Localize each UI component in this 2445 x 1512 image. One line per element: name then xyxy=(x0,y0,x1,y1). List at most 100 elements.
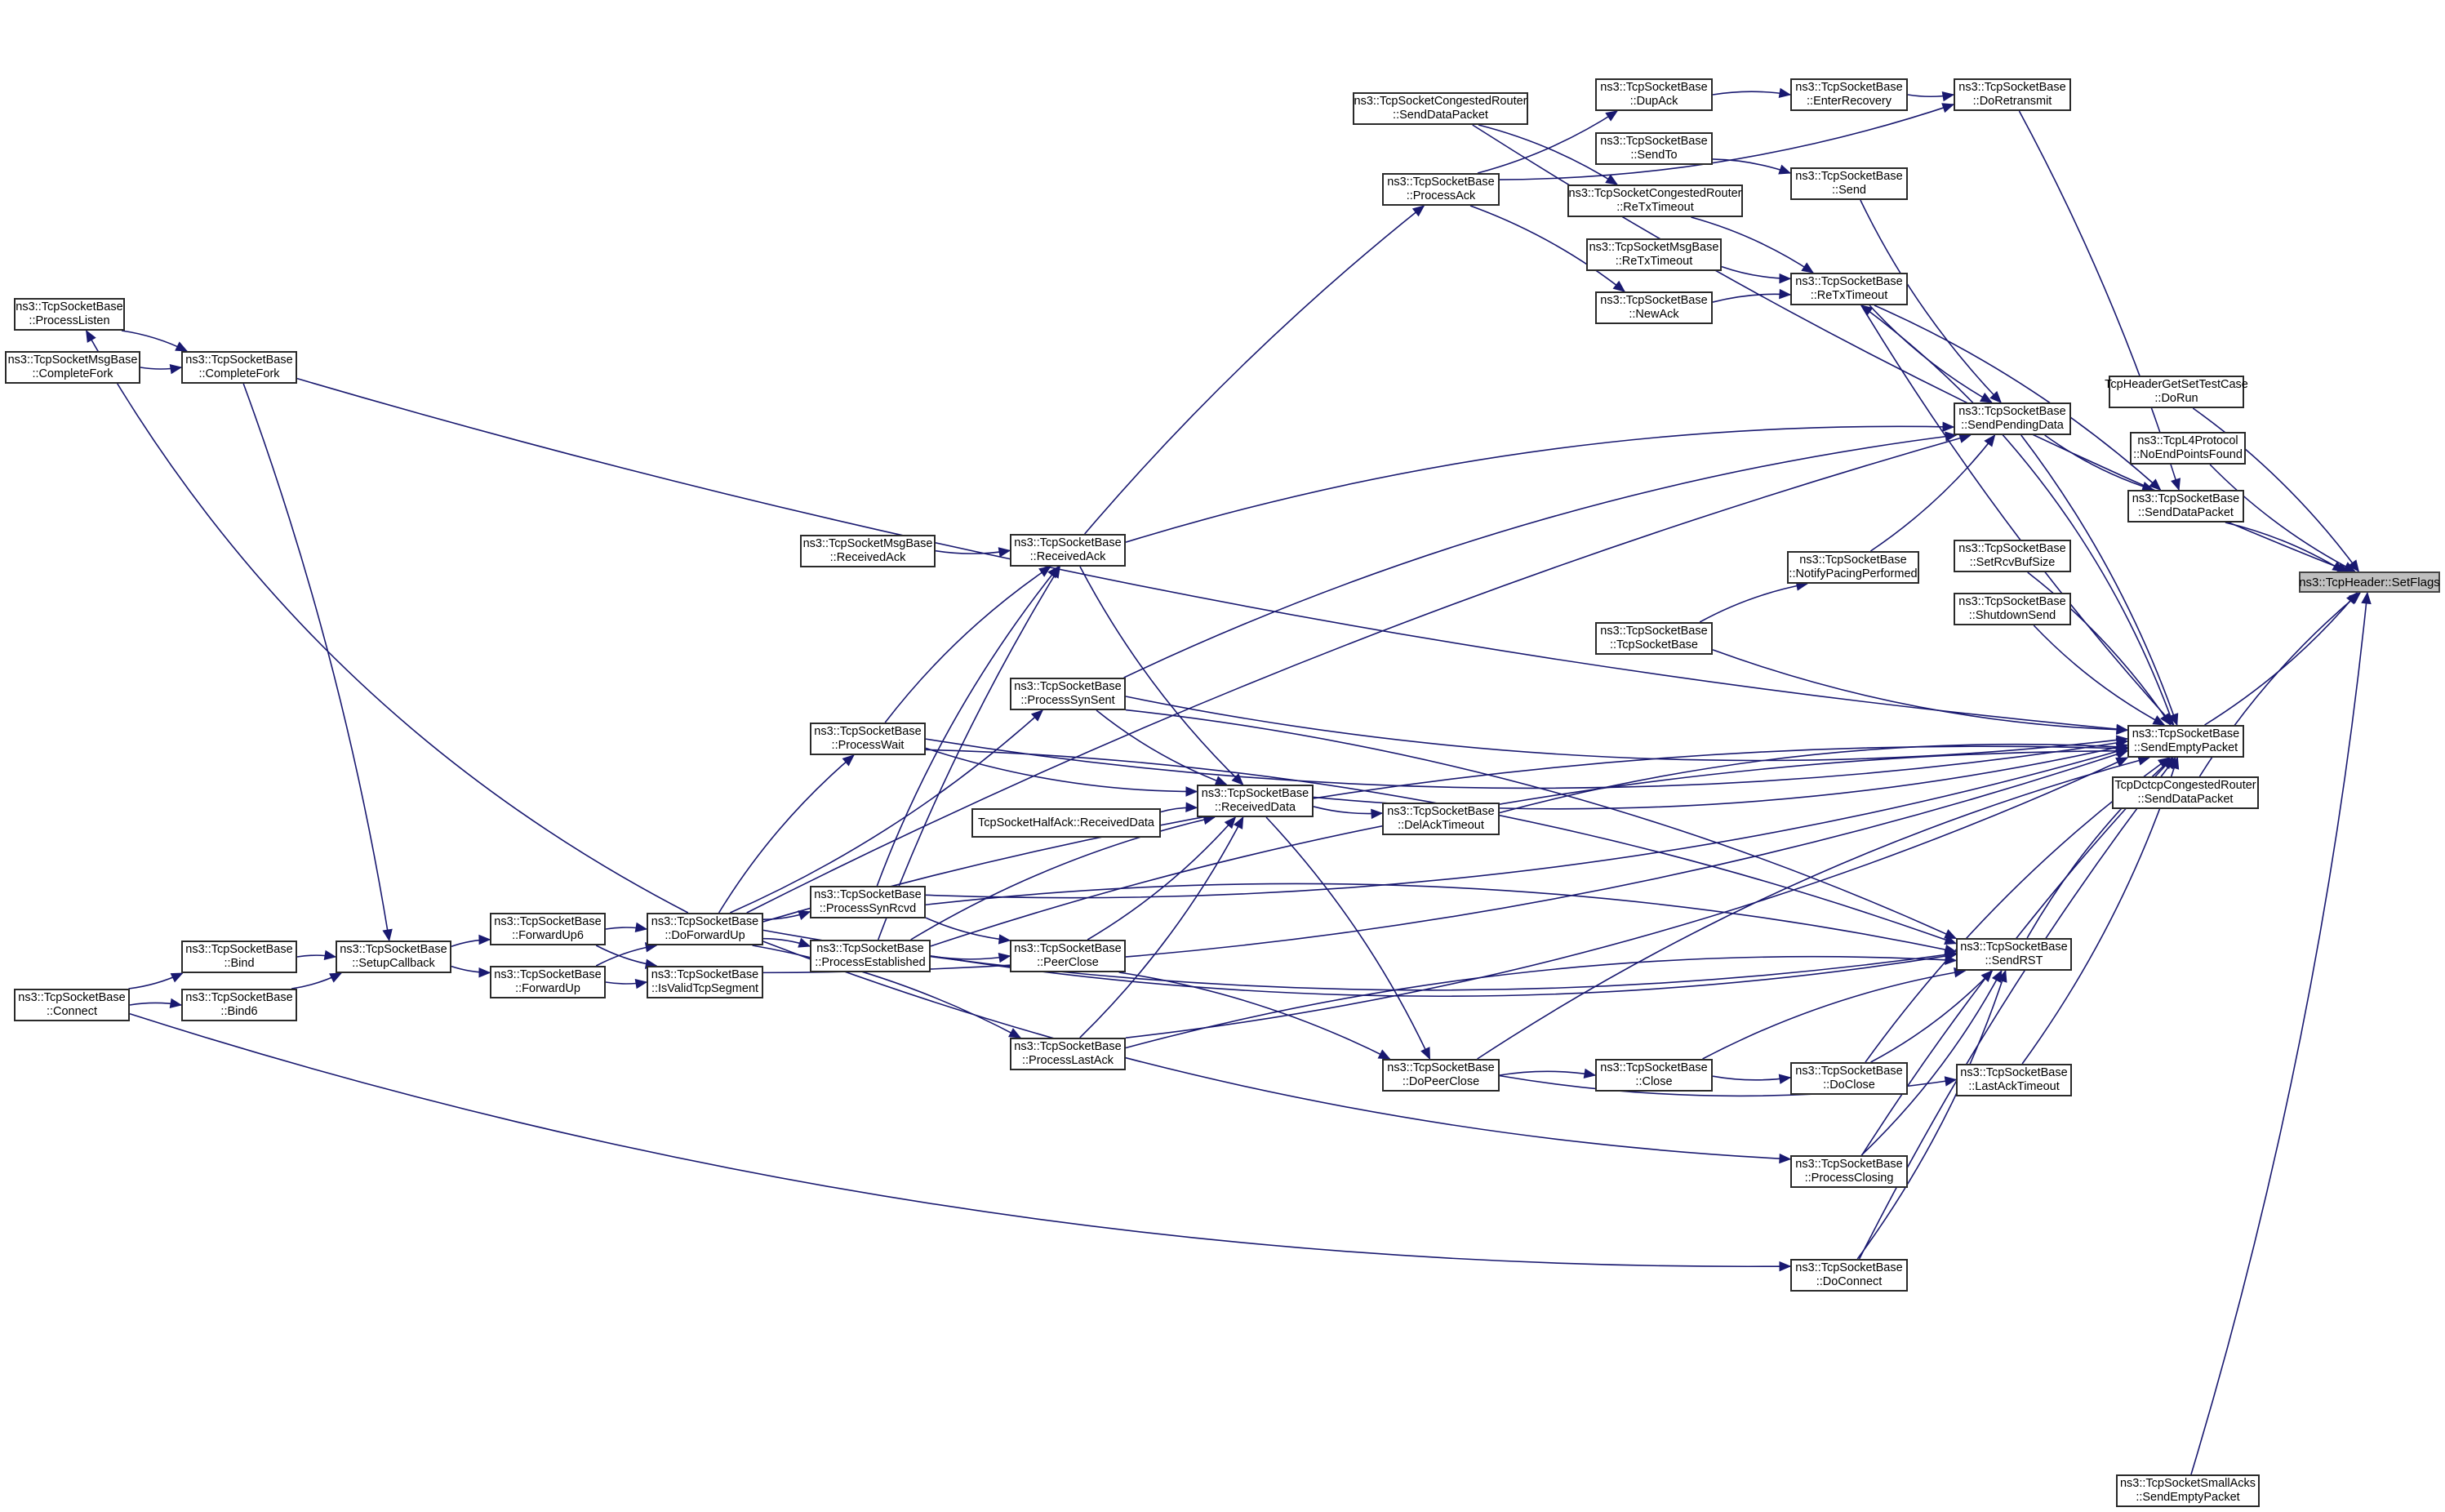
node-bind6[interactable]: ns3::TcpSocketBase::Bind6 xyxy=(181,989,297,1021)
node-dopeerclose[interactable]: ns3::TcpSocketBase::DoPeerClose xyxy=(1382,1059,1500,1092)
node-label-line1: ns3::TcpSocketBase xyxy=(1387,176,1495,189)
node-completefork[interactable]: ns3::TcpSocketBase::CompleteFork xyxy=(181,351,297,384)
node-congestedrouter-senddatapacket[interactable]: ns3::TcpSocketCongestedRouter::SendDataP… xyxy=(1353,92,1528,125)
node-label-line1: ns3::TcpSocketBase xyxy=(651,968,759,981)
node-label-line1: ns3::TcpSocketBase xyxy=(1795,275,1903,288)
edge-noendpointsfound-to-setflags xyxy=(2209,464,2356,572)
node-setrcvbufsize[interactable]: ns3::TcpSocketBase::SetRcvBufSize xyxy=(1954,540,2071,572)
node-setupcallback[interactable]: ns3::TcpSocketBase::SetupCallback xyxy=(336,941,451,973)
node-processwait[interactable]: ns3::TcpSocketBase::ProcessWait xyxy=(810,723,926,755)
node-receiveddata[interactable]: ns3::TcpSocketBase::ReceivedData xyxy=(1197,785,1314,817)
node-delacktimeout[interactable]: ns3::TcpSocketBase::DelAckTimeout xyxy=(1382,803,1500,835)
arrowhead-icon xyxy=(1941,91,1955,102)
edge-tcpsocketbase-to-notifypacingperformed xyxy=(1699,583,1808,623)
node-dctcp-senddatapacket[interactable]: TcpDctcpCongestedRouter::SendDataPacket xyxy=(2112,776,2259,809)
node-msg-receivedack[interactable]: ns3::TcpSocketMsgBase::ReceivedAck xyxy=(800,535,936,567)
node-msg-completefork[interactable]: ns3::TcpSocketMsgBase::CompleteFork xyxy=(5,351,140,384)
node-processestablished[interactable]: ns3::TcpSocketBase::ProcessEstablished xyxy=(810,940,931,972)
node-halfack-receiveddata[interactable]: TcpSocketHalfAck::ReceivedData xyxy=(971,808,1161,838)
node-testcase-dorun[interactable]: TcpHeaderGetSetTestCase::DoRun xyxy=(2105,376,2248,408)
node-doretransmit[interactable]: ns3::TcpSocketBase::DoRetransmit xyxy=(1954,78,2071,111)
node-newack[interactable]: ns3::TcpSocketBase::NewAck xyxy=(1595,291,1713,324)
node-processsynsent[interactable]: ns3::TcpSocketBase::ProcessSynSent xyxy=(1010,678,1126,710)
node-enterrecovery[interactable]: ns3::TcpSocketBase::EnterRecovery xyxy=(1790,78,1908,111)
arrowhead-icon xyxy=(1778,164,1792,175)
edge-dopeerclose-to-close xyxy=(1499,1070,1596,1076)
node-doclose[interactable]: ns3::TcpSocketBase::DoClose xyxy=(1790,1062,1908,1095)
node-senddatapacket[interactable]: ns3::TcpSocketBase::SendDataPacket xyxy=(2127,490,2244,523)
node-setflags-root[interactable]: ns3::TcpHeader::SetFlags xyxy=(2299,571,2440,593)
node-close[interactable]: ns3::TcpSocketBase::Close xyxy=(1595,1059,1713,1092)
arrowhead-icon xyxy=(2342,562,2357,572)
edge-processsynrcvd-to-sendemptypacket xyxy=(925,747,2128,899)
edge-processack-to-dupack xyxy=(1477,110,1618,174)
edge-cr_senddatapacket-to-cr_retxtimeout xyxy=(1478,124,1618,185)
node-noendpointsfound[interactable]: ns3::TcpL4Protocol::NoEndPointsFound xyxy=(2130,432,2246,465)
node-send[interactable]: ns3::TcpSocketBase::Send xyxy=(1790,167,1908,200)
node-label-line1: ns3::TcpSocketBase xyxy=(185,943,293,956)
node-processsynrcvd[interactable]: ns3::TcpSocketBase::ProcessSynRcvd xyxy=(810,886,926,918)
node-label-line2: ::ProcessSynSent xyxy=(1020,694,1115,707)
node-lastacktimeout[interactable]: ns3::TcpSocketBase::LastAckTimeout xyxy=(1956,1064,2072,1096)
arrowhead-icon xyxy=(1980,392,1993,403)
node-label-line1: TcpDctcpCongestedRouter xyxy=(2114,779,2256,792)
edge-receivedack-to-receiveddata xyxy=(1079,566,1244,785)
node-notifypacingperformed[interactable]: ns3::TcpSocketBase::NotifyPacingPerforme… xyxy=(1787,551,1919,584)
arrowhead-icon xyxy=(323,949,337,961)
node-label-line1: ns3::TcpSocketBase xyxy=(1795,1065,1903,1078)
edge-doconnect-to-sendrst xyxy=(1856,970,2007,1260)
arrowhead-icon xyxy=(2152,715,2166,726)
node-sendrst[interactable]: ns3::TcpSocketBase::SendRST xyxy=(1956,938,2072,971)
edge-doforwardup-to-processwait xyxy=(718,754,855,914)
arrowhead-icon xyxy=(478,967,491,978)
node-congestedrouter-retxtimeout[interactable]: ns3::TcpSocketCongestedRouter::ReTxTimeo… xyxy=(1567,185,1743,217)
node-bind[interactable]: ns3::TcpSocketBase::Bind xyxy=(181,941,297,973)
node-retxtimeout[interactable]: ns3::TcpSocketBase::ReTxTimeout xyxy=(1790,273,1908,305)
node-label-line2: ::Send xyxy=(1832,184,1866,197)
edge-smallacks_sendemptypacket-to-setflags xyxy=(2190,592,2368,1475)
node-doconnect[interactable]: ns3::TcpSocketBase::DoConnect xyxy=(1790,1259,1908,1292)
node-processack[interactable]: ns3::TcpSocketBase::ProcessAck xyxy=(1382,173,1500,206)
node-sendemptypacket[interactable]: ns3::TcpSocketBase::SendEmptyPacket xyxy=(2127,725,2244,758)
node-sendpendingdata[interactable]: ns3::TcpSocketBase::SendPendingData xyxy=(1954,402,2071,435)
node-connect[interactable]: ns3::TcpSocketBase::Connect xyxy=(14,989,130,1021)
node-label-line2: ::ProcessSynRcvd xyxy=(819,902,917,915)
edge-isvalidtcpsegment-to-sendemptypacket xyxy=(762,749,2128,974)
node-label-line2: ::SendDataPacket xyxy=(2137,793,2234,806)
node-dupack[interactable]: ns3::TcpSocketBase::DupAck xyxy=(1595,78,1713,111)
node-label-line1: ns3::TcpSocketBase xyxy=(1387,805,1495,818)
node-sendto[interactable]: ns3::TcpSocketBase::SendTo xyxy=(1595,132,1713,165)
arrowhead-icon xyxy=(1942,421,1955,432)
arrowhead-icon xyxy=(2160,713,2172,727)
node-label-line1: TcpHeaderGetSetTestCase xyxy=(2105,378,2248,391)
arrowhead-icon xyxy=(2149,478,2162,491)
node-msg-retxtimeout[interactable]: ns3::TcpSocketMsgBase::ReTxTimeout xyxy=(1586,238,1722,271)
node-label-line2: ::SetRcvBufSize xyxy=(1969,556,2056,569)
node-forwardup[interactable]: ns3::TcpSocketBase::ForwardUp xyxy=(490,966,606,998)
node-processclosing[interactable]: ns3::TcpSocketBase::ProcessClosing xyxy=(1790,1155,1908,1188)
node-shutdownsend[interactable]: ns3::TcpSocketBase::ShutdownSend xyxy=(1954,593,2071,625)
node-tcpsocketbase-ctor[interactable]: ns3::TcpSocketBase::TcpSocketBase xyxy=(1595,622,1713,655)
node-peerclose[interactable]: ns3::TcpSocketBase::PeerClose xyxy=(1010,940,1126,972)
node-label-line1: ns3::TcpSocketBase xyxy=(185,991,293,1004)
node-label-line1: ns3::TcpSocketBase xyxy=(1958,595,2066,608)
node-processlastack[interactable]: ns3::TcpSocketBase::ProcessLastAck xyxy=(1010,1038,1126,1070)
node-label-line1: ns3::TcpSocketBase xyxy=(1799,554,1907,567)
node-isvalidtcpsegment[interactable]: ns3::TcpSocketBase::IsValidTcpSegment xyxy=(647,966,763,998)
node-smallacks-sendemptypacket[interactable]: ns3::TcpSocketSmallAcks::SendEmptyPacket xyxy=(2116,1474,2260,1507)
arrowhead-icon xyxy=(1779,273,1792,284)
node-label-line1: ns3::TcpSocketBase xyxy=(1795,1261,1903,1274)
node-label-line2: ::CompleteFork xyxy=(198,367,280,380)
arrowhead-icon xyxy=(2348,592,2362,604)
arrowhead-icon xyxy=(2169,756,2180,770)
node-forwardup6[interactable]: ns3::TcpSocketBase::ForwardUp6 xyxy=(490,913,606,945)
node-label-line1: ns3::TcpSocketBase xyxy=(1600,625,1708,638)
node-receivedack[interactable]: ns3::TcpSocketBase::ReceivedAck xyxy=(1010,534,1126,567)
node-processlisten[interactable]: ns3::TcpSocketBase::ProcessListen xyxy=(14,298,125,331)
edge-processestablished-to-sendemptypacket xyxy=(930,749,2128,947)
node-doforwardup[interactable]: ns3::TcpSocketBase::DoForwardUp xyxy=(647,913,763,945)
edge-dupack-to-enterrecovery xyxy=(1712,91,1791,96)
node-label-line1: ns3::TcpSocketBase xyxy=(1387,1061,1495,1074)
edge-processack-to-newack xyxy=(1469,205,1625,292)
edge-peerclose-to-receiveddata xyxy=(1087,816,1236,941)
